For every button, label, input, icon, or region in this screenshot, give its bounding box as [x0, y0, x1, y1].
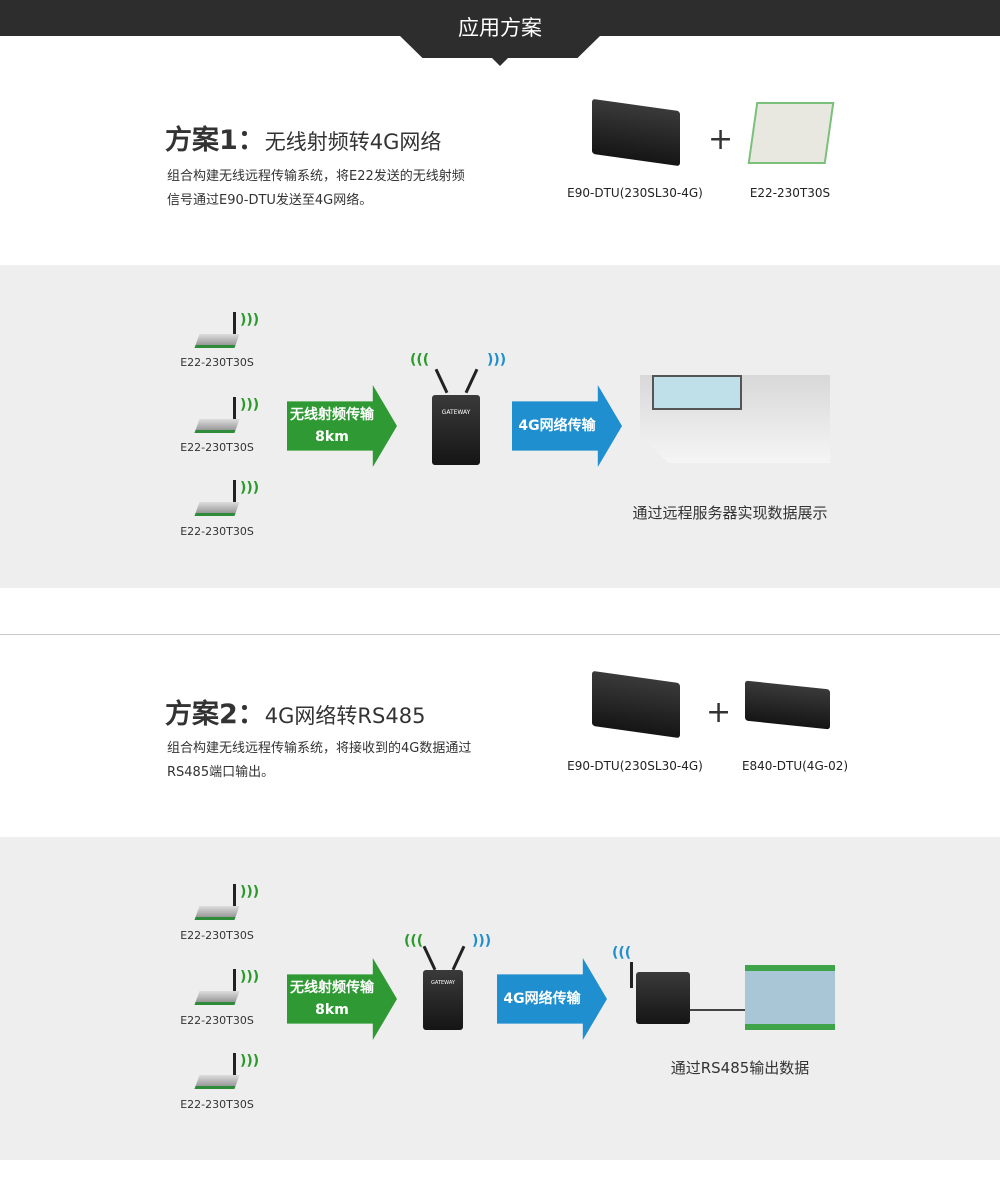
signal-icon: ))): [240, 884, 260, 900]
signal-icon: (((: [612, 945, 632, 961]
plc-image: [745, 965, 835, 1030]
scheme1-number: 方案1：: [165, 125, 265, 156]
product-label: E22-230T30S: [749, 186, 831, 200]
scheme2-title: 方案2：4G网络转RS485: [165, 692, 425, 731]
signal-icon: ))): [487, 352, 507, 368]
product-label: E90-DTU(230SL30-4G): [567, 759, 703, 773]
scheme1-title: 方案1：无线射频转4G网络: [165, 118, 441, 157]
section-divider: [0, 634, 1000, 635]
desc-line: 组合构建无线远程传输系统，将E22发送的无线射频: [167, 169, 465, 184]
module-label: E22-230T30S: [180, 929, 254, 942]
gateway-device: GATEWAY: [423, 970, 463, 1030]
diagram-caption: 通过远程服务器实现数据展示: [632, 504, 828, 522]
arrow-text: 无线射频传输: [290, 980, 374, 996]
header-tab: [398, 34, 602, 58]
gateway-label: GATEWAY: [431, 980, 455, 986]
module-label: E22-230T30S: [180, 1014, 254, 1027]
arrow-text: 8km: [315, 429, 349, 445]
diagram-caption: 通过RS485输出数据: [670, 1059, 810, 1077]
e840-dtu-image: [745, 680, 830, 730]
display-wall: [652, 375, 742, 410]
gateway-device: GATEWAY: [432, 395, 480, 465]
product-label: E90-DTU(230SL30-4G): [567, 186, 703, 200]
gateway-label: GATEWAY: [441, 409, 471, 416]
module-label: E22-230T30S: [180, 1098, 254, 1111]
scheme1-diagram: [0, 265, 1000, 588]
scheme2-subtitle: 4G网络转RS485: [264, 704, 426, 728]
plus-sign: +: [706, 695, 732, 730]
signal-icon: ))): [240, 480, 260, 496]
signal-icon: ))): [240, 969, 260, 985]
plus-sign: +: [708, 122, 734, 157]
module-label: E22-230T30S: [180, 525, 254, 538]
rs485-cable: [690, 1009, 746, 1011]
arrow-text: 无线射频传输: [290, 407, 374, 423]
e22-module-image: [747, 102, 835, 164]
e90-dtu-image: [592, 98, 680, 167]
header-tab-pointer: [490, 56, 510, 66]
product-label: E840-DTU(4G-02): [741, 759, 849, 773]
desc-line: RS485端口输出。: [167, 765, 275, 780]
scheme2-description: 组合构建无线远程传输系统，将接收到的4G数据通过 RS485端口输出。: [167, 737, 471, 785]
header-bar: [0, 0, 1000, 36]
signal-icon: ))): [240, 1053, 260, 1069]
module-label: E22-230T30S: [180, 441, 254, 454]
scheme1-subtitle: 无线射频转4G网络: [264, 130, 442, 154]
arrow-text: 4G网络传输: [518, 418, 596, 434]
e90-dtu-image: [592, 670, 680, 739]
page-title: 应用方案: [458, 16, 542, 40]
signal-icon: ))): [472, 933, 492, 949]
signal-icon: ))): [240, 397, 260, 413]
e840-dtu-device: [636, 972, 690, 1024]
antenna: [630, 962, 633, 988]
arrow-text: 8km: [315, 1002, 349, 1018]
arrow-text: 4G网络传输: [503, 991, 581, 1007]
scheme1-description: 组合构建无线远程传输系统，将E22发送的无线射频信号通过E90-DTU发送至4G…: [167, 165, 465, 213]
signal-icon: ))): [240, 312, 260, 328]
signal-icon: (((: [404, 933, 424, 949]
signal-icon: (((: [410, 352, 430, 368]
module-label: E22-230T30S: [180, 356, 254, 369]
desc-line: 信号通过E90-DTU发送至4G网络。: [167, 193, 373, 208]
scheme2-number: 方案2：: [165, 699, 265, 730]
desc-line: 组合构建无线远程传输系统，将接收到的4G数据通过: [167, 741, 472, 756]
